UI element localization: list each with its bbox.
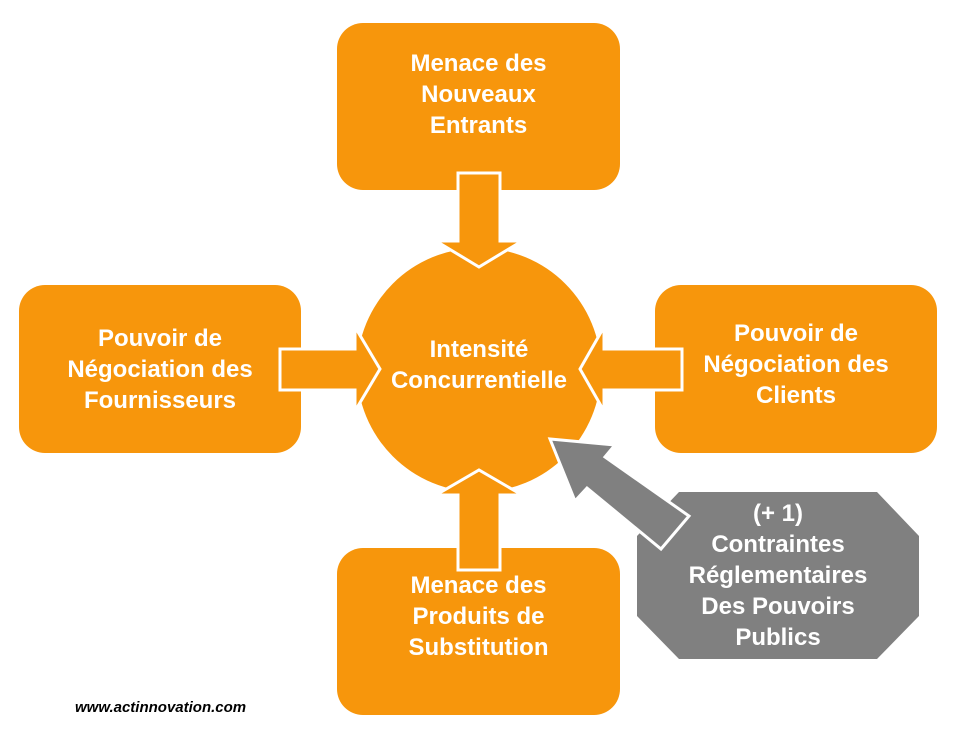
bottom-node-line: Produits de [412,603,545,630]
left-node-line: Fournisseurs [83,386,237,414]
top-node-shape [337,23,620,190]
right-node-line: Pouvoir de [733,319,859,347]
government-node-shape [637,492,919,659]
top-node-line: Nouveaux [421,81,536,108]
bottom-node-shape [337,548,620,715]
government-node-line: Contraintes [711,531,845,558]
bottom-node-line: Menace des [410,572,547,599]
left-node-line: Pouvoir de [97,324,223,352]
government-node-line: Publics [735,624,821,651]
top-node-line: Menace des [410,50,547,77]
center-node-line: Intensité [429,336,529,363]
center-node: Intensité Concurrentielle [366,305,592,425]
center-node-text: Intensité Concurrentielle [391,334,567,396]
left-node-shape [19,285,301,453]
government-node-line: Réglementaires [688,562,868,589]
top-node-line: Entrants [429,112,528,139]
top-node: Menace des Nouveaux Entrants [337,23,620,190]
center-circle [357,248,601,492]
bottom-node-text: Menace des Produits de Substitution [409,570,549,663]
right-node-shape [655,285,937,453]
government-node: (+ 1) Contraintes Réglementaires Des Pou… [637,492,919,659]
arrow-government [547,437,692,552]
bottom-node-line: Substitution [408,634,549,661]
top-node-text: Menace des Nouveaux Entrants [410,48,546,141]
bottom-node: Menace des Produits de Substitution [337,548,620,715]
government-node-line: (+ 1) [752,500,803,527]
arrow-bottom [430,468,528,572]
center-node-line: Concurrentielle [390,367,568,394]
footer-url: www.actinnovation.com [75,699,247,716]
right-node-line: Négociation des [703,350,889,378]
government-node-line: Des Pouvoirs [701,593,855,620]
right-node: Pouvoir de Négociation des Clients [655,285,937,453]
arrow-top [430,171,528,269]
left-node-text: Pouvoir de Négociation des Fournisseurs [67,323,252,416]
right-node-line: Clients [755,381,836,409]
government-node-text: (+ 1) Contraintes Réglementaires Des Pou… [689,498,868,653]
arrow-left [278,321,382,417]
left-node-line: Négociation des [67,355,253,383]
left-node: Pouvoir de Négociation des Fournisseurs [19,285,301,453]
arrow-right [578,321,684,417]
right-node-text: Pouvoir de Négociation des Clients [703,318,888,411]
